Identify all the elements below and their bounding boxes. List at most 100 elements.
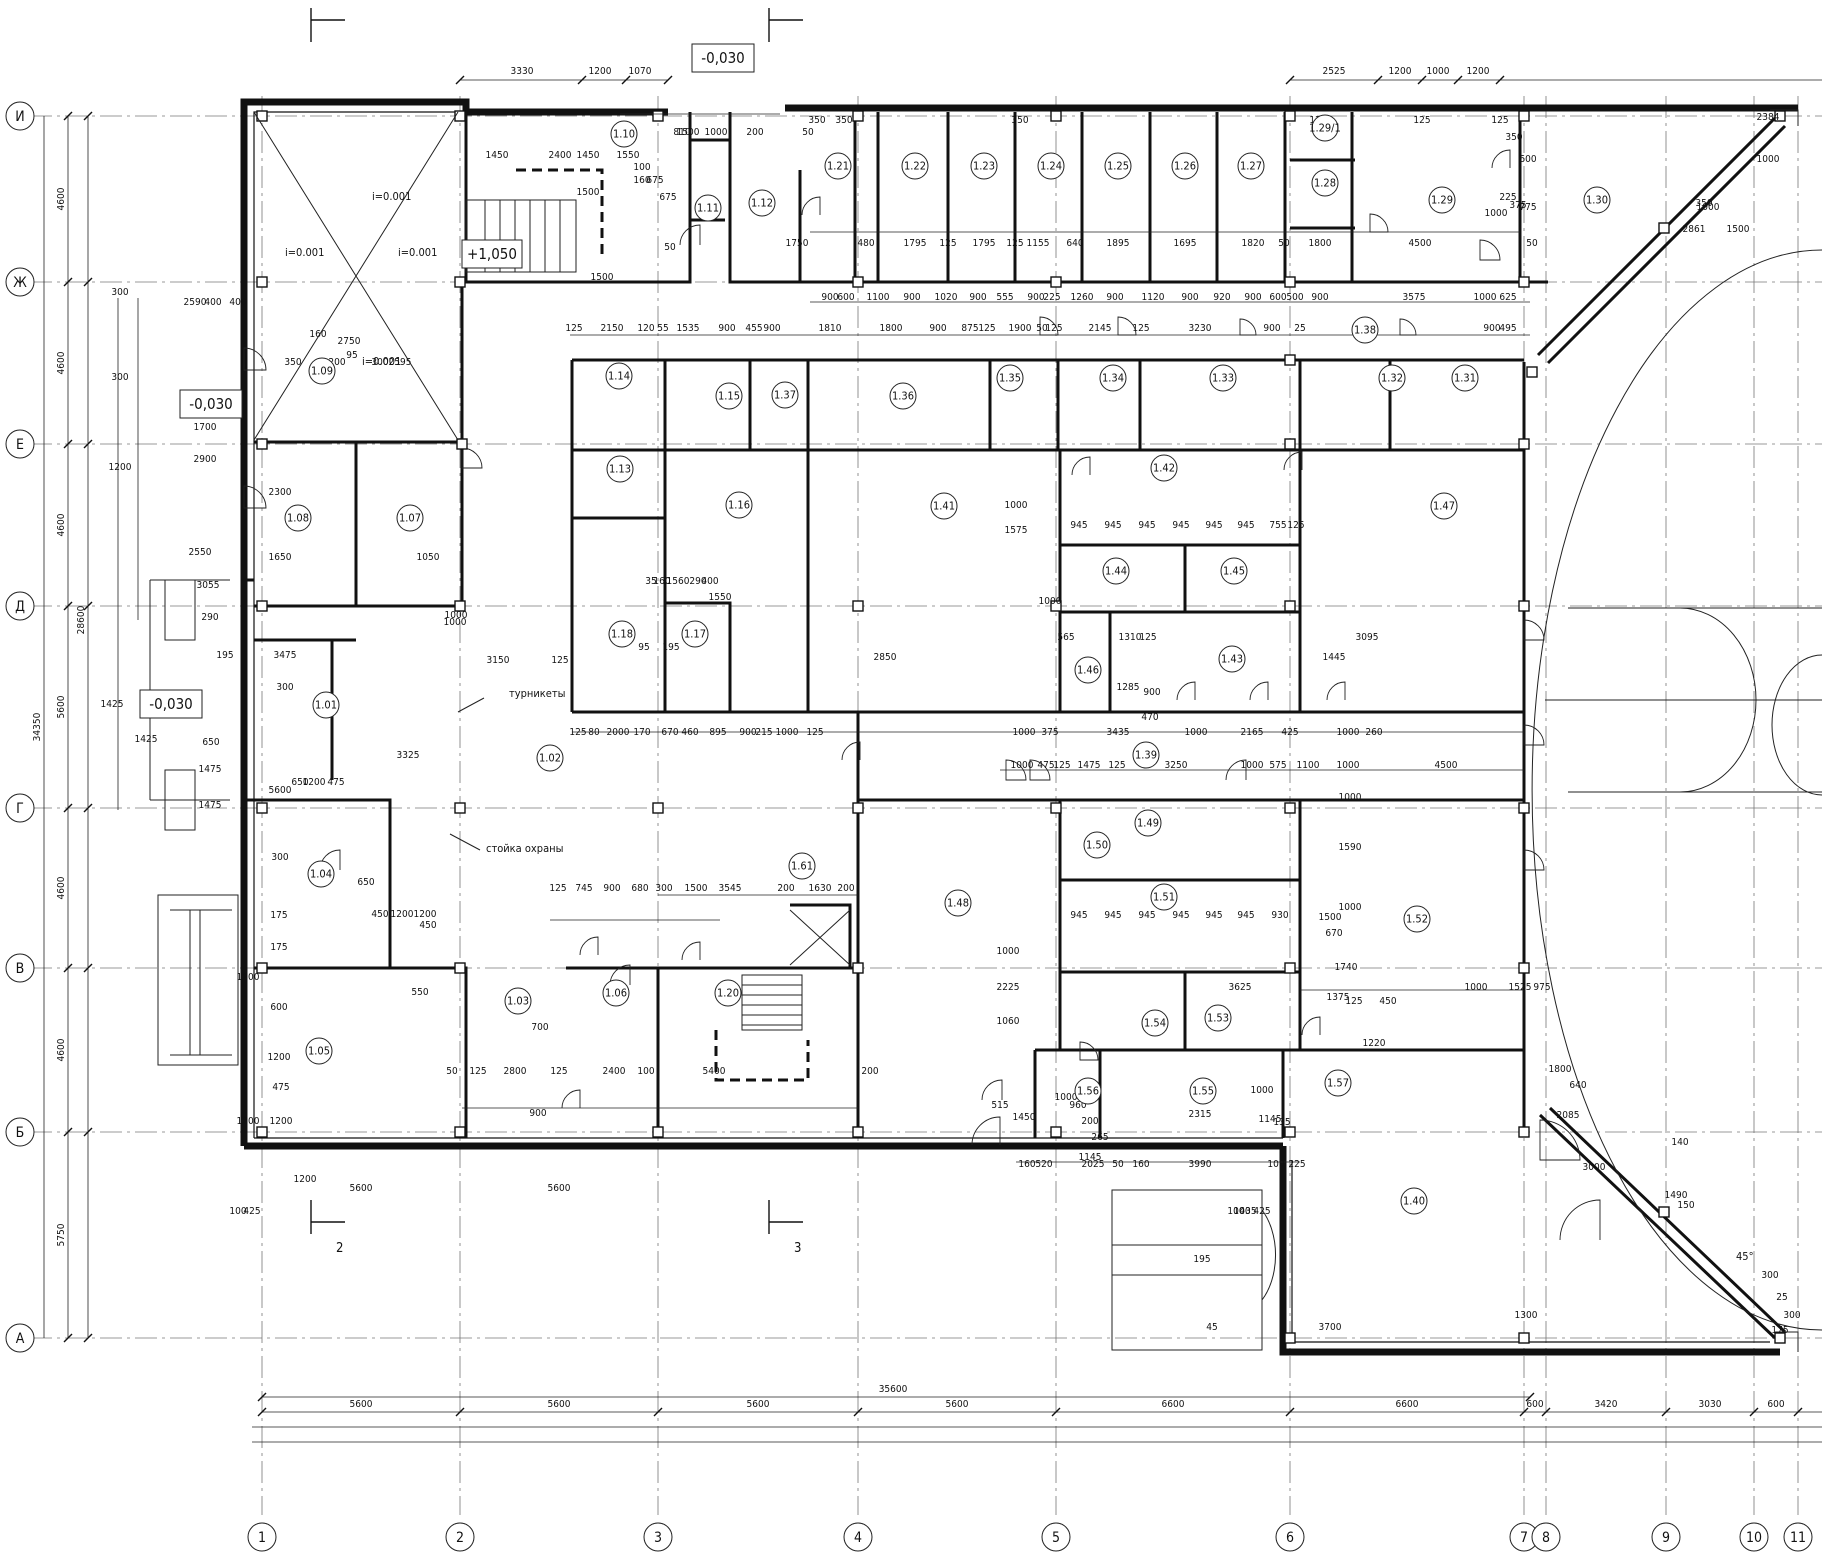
dimension-value: 125 <box>1139 632 1156 643</box>
dimension-value: 1500 <box>677 127 700 138</box>
dimension-value: 5600 <box>350 1183 373 1194</box>
dimension-value: 300 <box>1761 1270 1778 1281</box>
axis-label-horizontal: 6 <box>1286 1530 1294 1546</box>
dimension-value: 1000 <box>1485 208 1508 219</box>
dimension-value: 195 <box>216 650 233 661</box>
dimension-value: 3330 <box>511 66 534 77</box>
room-number: 1.34 <box>1102 372 1124 385</box>
dimension-value: 1650 <box>269 552 292 563</box>
dimension-value: 4500 <box>1409 238 1432 249</box>
room-number: 1.51 <box>1153 891 1175 904</box>
dimension-value: 3325 <box>397 750 420 761</box>
dimension-value: 2800 <box>504 1066 527 1077</box>
axis-label-vertical: Е <box>16 437 24 453</box>
dimension-value: 1000 <box>444 617 467 628</box>
room-number: 1.46 <box>1077 664 1099 677</box>
interior-walls <box>254 112 1548 1138</box>
dimension-value: 600 <box>837 292 854 303</box>
dimension-value: 900 <box>763 323 780 334</box>
dimension-value: 575 <box>1269 760 1286 771</box>
dimension-value: 125 <box>1287 520 1304 531</box>
dimension-value: 1300 <box>1515 1310 1538 1321</box>
dimension-value: 1200 <box>414 909 437 920</box>
axis-label-horizontal: 7 <box>1520 1530 1528 1546</box>
dimension-value: 225 <box>1288 1159 1305 1170</box>
dimension-value: 2150 <box>601 323 624 334</box>
dimension-value: 125 <box>569 727 586 738</box>
section-label: 3 <box>794 1241 801 1256</box>
dimension-value: 875 <box>961 323 978 334</box>
dimension-value: 200 <box>746 127 763 138</box>
dimension-value: 1000 <box>1251 1085 1274 1096</box>
dimension-value: 100 <box>1233 1206 1250 1217</box>
dimension-value: 2750 <box>338 336 361 347</box>
dimension-value: 1550 <box>617 150 640 161</box>
dimension-value: 1475 <box>199 800 222 811</box>
dimension-value: 1200 <box>1467 66 1490 77</box>
room-number: 1.03 <box>507 995 529 1008</box>
room-number: 1.22 <box>904 160 926 173</box>
dimension-value: 35 <box>645 576 656 587</box>
room-number: 1.16 <box>728 499 750 512</box>
dimension-value: 300 <box>111 287 128 298</box>
dimension-value: 100 <box>1227 1206 1244 1217</box>
dimension-value: 265 <box>1091 1132 1108 1143</box>
dimension-value: 25 <box>1294 323 1305 334</box>
room-number: 1.21 <box>827 160 849 173</box>
dimension-value: 2900 <box>194 454 217 465</box>
room-number: 1.54 <box>1144 1017 1166 1030</box>
dimension-value: 2525 <box>1323 66 1346 77</box>
dimension-value: 1285 <box>1117 682 1140 693</box>
dimension-value: 1900 <box>1009 323 1032 334</box>
dimension-value: 350 <box>284 357 301 368</box>
dimension-value: 5400 <box>703 1066 726 1077</box>
dimension-value: 2085 <box>1557 1110 1580 1121</box>
dimension-value: 1700 <box>194 422 217 433</box>
dimension-value: 3230 <box>1189 323 1212 334</box>
room-number: 1.49 <box>1137 817 1159 830</box>
dimension-value: 900 <box>1311 292 1328 303</box>
dimension-value: 350 <box>835 115 852 126</box>
dimension-value: 400 <box>204 297 221 308</box>
dimension-value: 50 <box>664 242 676 253</box>
dimension-value: 2595 <box>389 357 412 368</box>
section-label: 2 <box>336 1241 343 1256</box>
room-number: 1.43 <box>1221 653 1243 666</box>
dimension-value: 100 <box>229 1206 246 1217</box>
dimension-value: 6600 <box>1396 1399 1419 1410</box>
room-number: 1.32 <box>1381 372 1403 385</box>
dimension-value: 2000 <box>607 727 630 738</box>
dimension-value: 3990 <box>1189 1159 1212 1170</box>
axis-grid <box>30 96 1822 1515</box>
dimension-value: 900 <box>903 292 920 303</box>
dimension-value: 900 <box>529 1108 546 1119</box>
room-number: 1.50 <box>1086 839 1108 852</box>
dimension-value: 625 <box>1499 292 1516 303</box>
dimension-value: 1260 <box>1071 292 1094 303</box>
room-number: 1.06 <box>605 987 627 1000</box>
dimension-value: 3435 <box>1107 727 1130 738</box>
dimension-value: 1800 <box>1549 1064 1572 1075</box>
dimension-value: 945 <box>1104 520 1121 531</box>
dimension-value: 1000 <box>1757 154 1780 165</box>
dimension-value: 125 <box>806 727 823 738</box>
dimension-value: 1000 <box>1005 500 1028 511</box>
dimension-value: 140 <box>1671 1137 1688 1148</box>
entrance-elements <box>149 579 1277 1351</box>
dimension-value: 900 <box>739 727 756 738</box>
dimension-value: 1895 <box>1107 238 1130 249</box>
axis-label-vertical: В <box>16 961 25 977</box>
room-number: 1.61 <box>791 860 813 873</box>
room-number: 1.44 <box>1105 565 1127 578</box>
dimension-value: 900 <box>1181 292 1198 303</box>
dimension-value: 125 <box>551 655 568 666</box>
dimension-value: 1000 <box>1039 596 1062 607</box>
dimension-value: 945 <box>1070 520 1087 531</box>
dimension-value: 225 <box>1499 192 1516 203</box>
dimension-value: 1820 <box>1242 238 1265 249</box>
dimension-value: 1200 <box>268 1052 291 1063</box>
dimension-value: 1000 <box>1011 760 1034 771</box>
dimension-value: 945 <box>1237 520 1254 531</box>
dimension-value: 2550 <box>189 547 212 558</box>
